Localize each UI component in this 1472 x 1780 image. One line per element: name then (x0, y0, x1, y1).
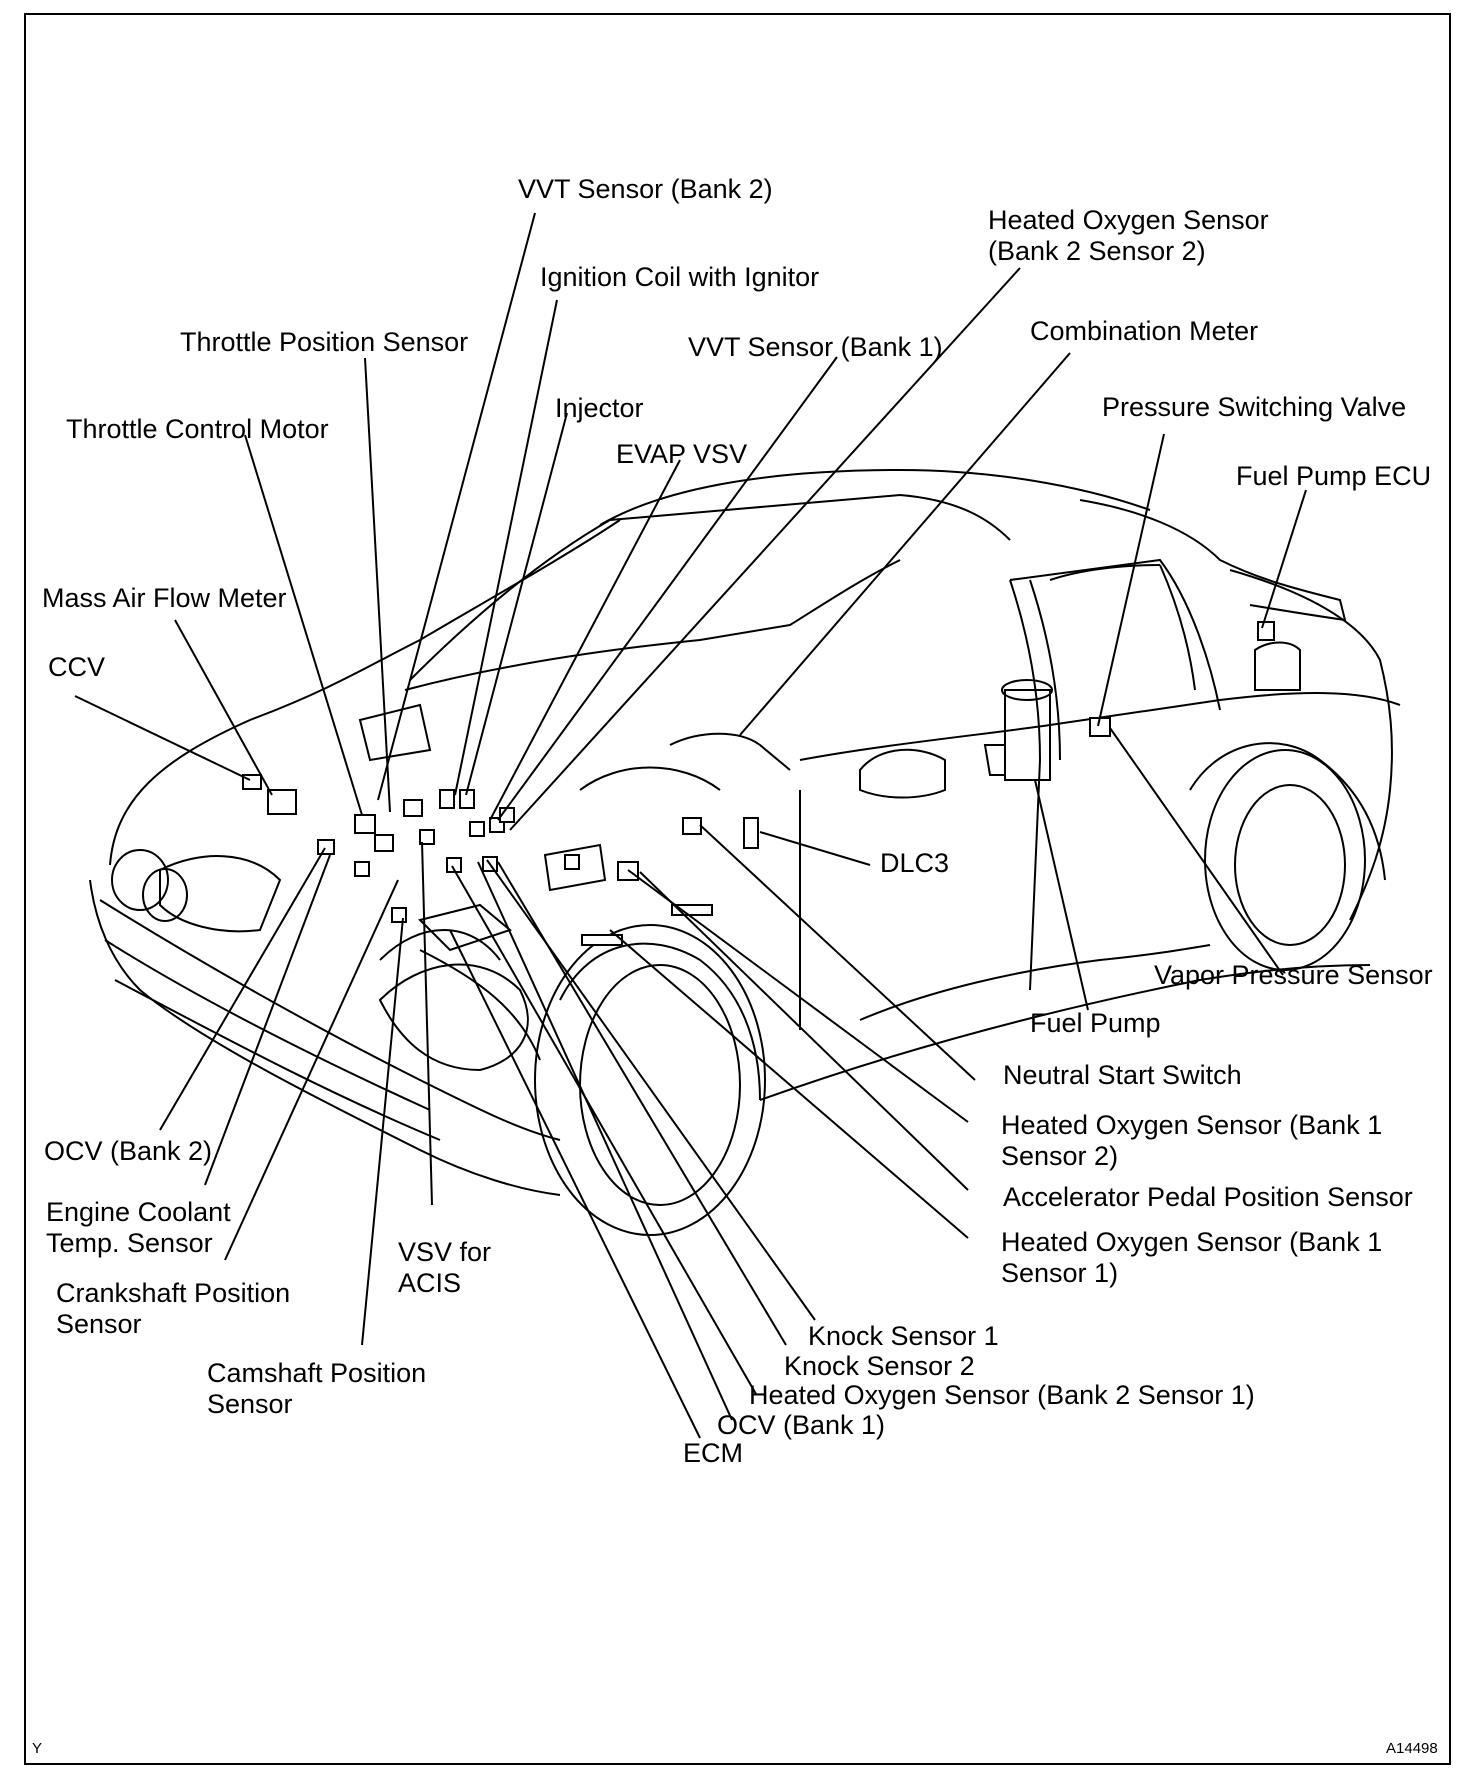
label-heated-oxygen-sensor-b1s2: Heated Oxygen Sensor (Bank 1 Sensor 2) (1001, 1110, 1383, 1171)
label-ocv-bank1: OCV (Bank 1) (717, 1410, 886, 1440)
label-evap-vsv: EVAP VSV (616, 439, 748, 469)
label-vvt-sensor-bank1: VVT Sensor (Bank 1) (688, 332, 943, 362)
label-neutral-start-switch: Neutral Start Switch (1003, 1060, 1242, 1090)
label-heated-oxygen-sensor-b2s1: Heated Oxygen Sensor (Bank 2 Sensor 1) (749, 1380, 1255, 1410)
label-throttle-control-motor: Throttle Control Motor (66, 414, 329, 444)
label-heated-oxygen-sensor-b2s2: Heated Oxygen Sensor (Bank 2 Sensor 2) (988, 205, 1269, 266)
label-ocv-bank2: OCV (Bank 2) (44, 1136, 213, 1166)
label-knock-sensor-1: Knock Sensor 1 (808, 1321, 999, 1351)
label-ignition-coil: Ignition Coil with Ignitor (540, 262, 820, 292)
label-mass-air-flow-meter: Mass Air Flow Meter (42, 583, 287, 613)
corner-code-left: Y (32, 1740, 43, 1757)
label-fuel-pump-ecu: Fuel Pump ECU (1236, 461, 1432, 491)
label-vsv-for-acis: VSV for ACIS (398, 1237, 492, 1298)
label-pressure-switching-valve: Pressure Switching Valve (1102, 392, 1407, 422)
component-parts (242, 621, 1275, 946)
label-ccv: CCV (48, 652, 106, 682)
leader-lines (74, 212, 1307, 1439)
label-dlc3: DLC3 (880, 848, 950, 878)
label-ecm: ECM (683, 1438, 743, 1468)
label-combination-meter: Combination Meter (1030, 316, 1259, 346)
label-fuel-pump: Fuel Pump (1030, 1008, 1161, 1038)
label-injector: Injector (555, 393, 644, 423)
corner-code-right: A14498 (1386, 1740, 1438, 1757)
label-crankshaft-position-sensor: Crankshaft Position Sensor (56, 1278, 291, 1339)
label-engine-coolant-temp-sensor: Engine Coolant Temp. Sensor (46, 1197, 231, 1258)
label-heated-oxygen-sensor-b1s1: Heated Oxygen Sensor (Bank 1 Sensor 1) (1001, 1227, 1383, 1288)
label-accelerator-pedal-position-sensor: Accelerator Pedal Position Sensor (1003, 1182, 1413, 1212)
diagram-frame (24, 13, 1451, 1765)
label-vapor-pressure-sensor: Vapor Pressure Sensor (1154, 960, 1433, 990)
label-vvt-sensor-bank2: VVT Sensor (Bank 2) (518, 174, 773, 204)
label-knock-sensor-2: Knock Sensor 2 (784, 1351, 975, 1381)
label-throttle-position-sensor: Throttle Position Sensor (180, 327, 469, 357)
label-camshaft-position-sensor: Camshaft Position Sensor (207, 1358, 427, 1419)
